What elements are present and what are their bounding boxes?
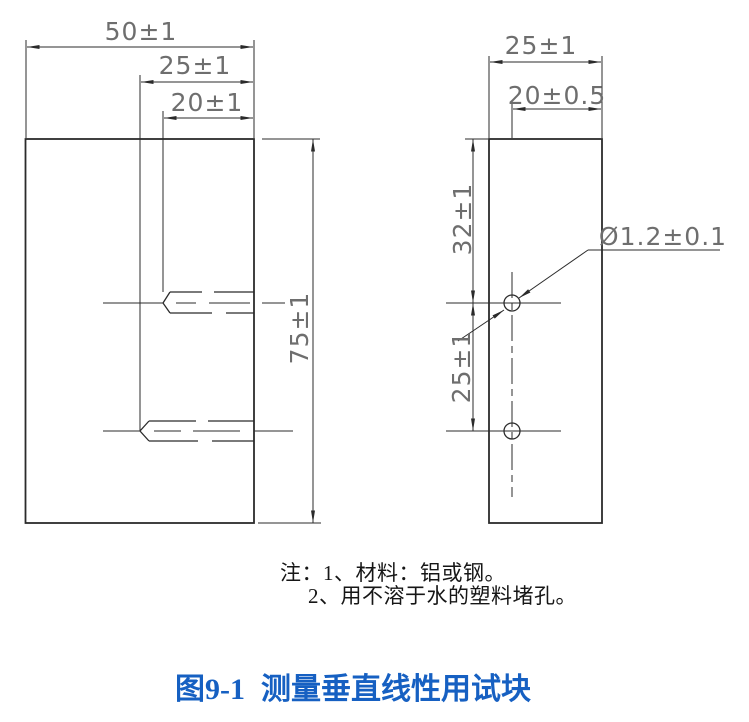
figure-number: 图9-1 [175,673,245,706]
diameter-leader [457,249,720,342]
front-dim-width-label: 50±1 [105,17,178,46]
side-hole2-circle [503,422,521,440]
side-dim-hole-diameter-label: Ø1.2±0.1 [599,222,727,251]
front-dim-hole1-depth-label: 20±1 [171,88,244,117]
front-dim-height-label: 75±1 [285,292,314,365]
notes: 注：1、材料：铝或钢。 2、用不溶于水的塑料堵孔。 [280,562,577,608]
front-view: 50±1 25±1 20±1 75±1 [24,17,321,524]
figure-title: 测量垂直线性用试块 [261,673,531,706]
side-dim-width-label: 25±1 [505,31,578,60]
front-view-extension-lines [25,40,321,524]
front-hole2 [103,420,293,442]
technical-drawing: 50±1 25±1 20±1 75±1 [24,17,727,524]
side-hole1-circle [503,294,521,312]
side-dim-hole-offset-label: 20±0.5 [508,81,607,110]
note-line-1: 注：1、材料：铝或钢。 [280,561,506,585]
front-view-dimension-lines [27,45,315,523]
side-view-dimension-lines [471,60,601,431]
side-dim-hole-spacing-label: 25±1 [447,331,476,404]
side-view: 25±1 20±0.5 32±1 25±1 Ø1.2±0.1 [446,31,727,524]
figure-caption: 图9-1 测量垂直线性用试块 [175,664,531,708]
side-dim-top-to-hole1-label: 32±1 [448,183,477,256]
note-line-2: 2、用不溶于水的塑料堵孔。 [308,584,577,608]
front-hole1 [103,291,285,314]
side-view-outline [488,138,603,524]
front-dim-hole2-depth-label: 25±1 [159,51,232,80]
